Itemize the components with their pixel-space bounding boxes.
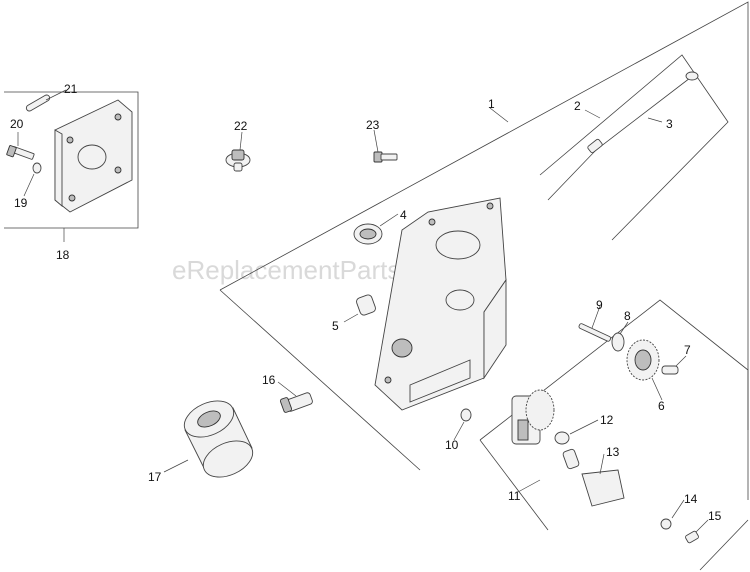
group-outline-main (219, 1, 749, 500)
o-ring-10[interactable] (460, 408, 472, 422)
callout-17: 17 (148, 470, 162, 484)
group-outline-plate (4, 91, 139, 229)
callout-3: 3 (666, 117, 673, 131)
oil-pump-11[interactable] (511, 389, 555, 445)
callout-13: 13 (606, 445, 620, 459)
callout-15: 15 (708, 509, 722, 523)
screw-15[interactable] (685, 530, 699, 544)
screw-23[interactable] (373, 151, 398, 163)
bolt-20[interactable] (6, 145, 35, 160)
group-outline-oil-pump (479, 299, 749, 571)
gear-6[interactable] (626, 339, 660, 381)
washer-8[interactable] (611, 332, 625, 352)
oil-pickup-13[interactable] (562, 448, 625, 507)
callout-labels: 1 2 3 4 5 6 7 8 9 10 11 12 13 14 15 16 1… (10, 82, 722, 523)
callout-19: 19 (14, 196, 28, 210)
breather-22[interactable] (225, 149, 251, 172)
dipstick-3[interactable] (547, 71, 699, 201)
washer-19[interactable] (32, 162, 42, 174)
oil-filter-adapter-16[interactable] (279, 392, 313, 413)
adapter-plate-18[interactable] (54, 99, 133, 213)
group-outline-dipstick (539, 54, 729, 241)
washer-14[interactable] (660, 518, 672, 530)
callout-4: 4 (400, 208, 407, 222)
callout-18: 18 (56, 248, 70, 262)
oil-filter-17[interactable] (179, 394, 259, 484)
callout-5: 5 (332, 319, 339, 333)
callout-2: 2 (574, 99, 581, 113)
callout-22: 22 (234, 119, 248, 133)
callout-10: 10 (445, 438, 459, 452)
callout-6: 6 (658, 399, 665, 413)
pin-21[interactable] (25, 94, 51, 112)
callout-23: 23 (366, 118, 380, 132)
oil-seal-4[interactable] (353, 223, 383, 245)
bushing-5[interactable] (355, 294, 376, 316)
callout-1: 1 (488, 97, 495, 111)
leader-lines (17, 89, 709, 533)
callout-8: 8 (624, 309, 631, 323)
callout-21: 21 (64, 82, 78, 96)
callout-14: 14 (684, 492, 698, 506)
closure-plate-1[interactable] (374, 197, 507, 411)
callout-9: 9 (596, 298, 603, 312)
callout-12: 12 (600, 413, 614, 427)
callout-16: 16 (262, 373, 276, 387)
gear-pin-7[interactable] (661, 365, 679, 375)
shaft-9[interactable] (578, 323, 612, 342)
o-ring-12[interactable] (554, 431, 570, 445)
callout-11: 11 (508, 489, 521, 503)
callout-7: 7 (684, 343, 691, 357)
callout-20: 20 (10, 117, 24, 131)
